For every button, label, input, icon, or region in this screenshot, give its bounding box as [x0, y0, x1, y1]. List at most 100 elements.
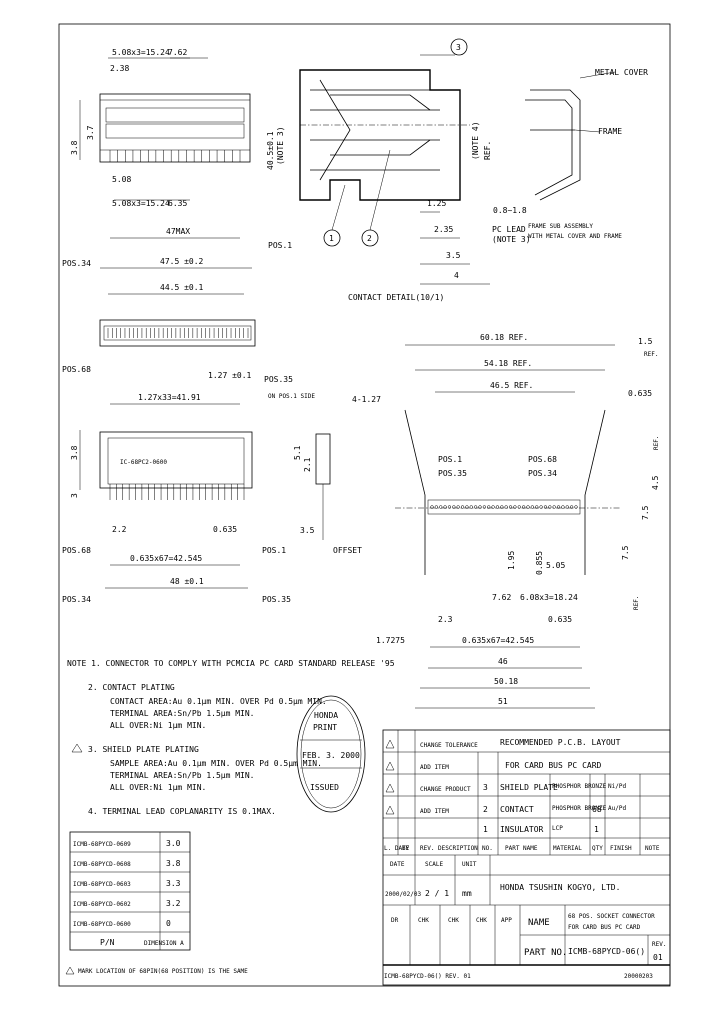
- h-desc: REV. DESCRIPTION: [420, 845, 478, 852]
- stamp-date: FEB. 3. 2000: [302, 751, 360, 760]
- no-3: 3: [483, 783, 488, 792]
- dim-475: 47.5 ±0.2: [160, 257, 204, 266]
- frame-label: FRAME: [598, 127, 622, 136]
- part-2: CONTACT: [500, 805, 534, 814]
- h-material: MATERIAL: [553, 845, 582, 852]
- unit-val: mm: [462, 889, 472, 898]
- pcb-75b: 7.5: [621, 545, 630, 560]
- rev-label: REV.: [652, 941, 666, 948]
- balloon-2: 2: [367, 234, 372, 243]
- pos-68-label: POS.68: [62, 365, 91, 374]
- pcb-hole: [447, 505, 452, 509]
- pcb-hole: [574, 505, 578, 509]
- side-ref-dim: 40.5±0.1: [266, 131, 275, 170]
- pcb-46: 46: [498, 657, 508, 666]
- pcb-hole: [469, 505, 473, 509]
- frame-sub-label: FRAME SUB ASSEMBLY: [528, 223, 593, 230]
- pcb-505: 5.05: [546, 561, 565, 570]
- h-by: BY: [402, 845, 410, 852]
- qty-1: 1: [594, 825, 599, 834]
- h-finish: FINISH: [610, 845, 632, 852]
- pcb-6018: 60.18 REF.: [480, 333, 528, 342]
- pcb-127: 4-1.27: [352, 395, 381, 404]
- dim-vert-left-2: 3.7: [86, 125, 95, 140]
- pcb-hole: [465, 505, 469, 509]
- dim-pitch-top: 5.08x3=15.24: [112, 48, 170, 57]
- pos-35b-label: POS.35: [262, 595, 291, 604]
- dim-47max: 47MAX: [166, 227, 190, 236]
- footer-right: 20000203: [624, 973, 653, 980]
- h-partname: PART NAME: [505, 845, 538, 852]
- dim-127: 1.27 ±0.1: [208, 371, 252, 380]
- pos-34b-label: POS.34: [62, 595, 91, 604]
- dim-238a: 2.38: [110, 64, 129, 73]
- part-1: INSULATOR: [500, 825, 544, 834]
- pcb-hole: [543, 505, 548, 509]
- h-chk-3: CHK: [476, 917, 487, 924]
- pcb-hole: [434, 505, 439, 509]
- top-label-part: IC-68PC2-0600: [120, 459, 167, 466]
- dim-635: 6.35: [168, 199, 187, 208]
- dim-a-3: 3: [70, 493, 79, 498]
- h-no: NO.: [482, 845, 493, 852]
- note-2c: ALL OVER:Ni 1μm MIN.: [110, 721, 206, 730]
- pcb-51: 51: [498, 697, 508, 706]
- note-3c: ALL OVER:Ni 1μm MIN.: [110, 783, 206, 792]
- pcb-ref2: REF.: [653, 436, 660, 450]
- dim-side-51: 5.1: [293, 445, 302, 460]
- pos-68b-label: POS.68: [62, 546, 91, 555]
- pcb-hole: [569, 505, 574, 509]
- pos-1-label: POS.1: [268, 241, 292, 250]
- dim-508: 5.08: [112, 175, 131, 184]
- h-qty: QTY: [592, 845, 603, 852]
- dim-08-18: 0.8~1.8: [493, 206, 527, 215]
- dimtable-pn: ICMB-68PYCD-0609: [73, 841, 131, 848]
- pcb-15: 1.5: [638, 337, 653, 346]
- pos-35-label: POS.35: [264, 375, 293, 384]
- h-chk: CHK: [418, 917, 429, 924]
- name-val-1: 68 POS. SOCKET CONNECTOR: [568, 913, 655, 920]
- h-note: NOTE: [645, 845, 660, 852]
- pcb-0635: 0.635: [628, 389, 652, 398]
- notes-block: NOTE 1. CONNECTOR TO COMPLY WITH PCMCIA …: [67, 659, 395, 816]
- pcb-23: 2.3: [438, 615, 453, 624]
- footer-left: ICMB-68PYCD-06() REV. 01: [384, 973, 471, 980]
- pcb-0855: 0.855: [535, 551, 544, 575]
- note-4: 4. TERMINAL LEAD COPLANARITY IS 0.1MAX.: [88, 807, 276, 816]
- dimtable-dim: 3.2: [166, 899, 181, 908]
- note-3b: TERMINAL AREA:Sn/Pb 1.5μm MIN.: [110, 771, 255, 780]
- h-dr: DR: [391, 917, 399, 924]
- name-val-2: FOR CARD BUS PC CARD: [568, 924, 641, 931]
- pcb-17275: 1.7275: [376, 636, 405, 645]
- lead-note-2: (NOTE 3): [492, 235, 531, 244]
- pcb-hole: [500, 505, 504, 509]
- pcb-ref3: REF.: [633, 596, 640, 610]
- dim-pitch-bottom: 5.08x3=15.24: [112, 199, 170, 208]
- dim-127x33: 1.27x33=41.91: [138, 393, 201, 402]
- pcb-hole: [452, 505, 456, 509]
- note-2: 2. CONTACT PLATING: [88, 683, 175, 692]
- sheet-border: [58, 23, 671, 987]
- pcb-hole: [556, 505, 561, 509]
- pcb-0635x67: 0.635x67=42.545: [462, 636, 534, 645]
- stamp-top: HONDA: [314, 711, 338, 720]
- pcb-pos35: POS.35: [438, 469, 467, 478]
- dim-48: 48 ±0.1: [170, 577, 204, 586]
- partno-val: ICMB-68PYCD-06(): [568, 947, 645, 956]
- pcb-hole: [535, 505, 539, 509]
- reco-1: RECOMMENDED P.C.B. LAYOUT: [500, 738, 621, 747]
- dimtable-pn: ICMB-68PYCD-0602: [73, 901, 131, 908]
- lead-note: PC LEAD: [492, 225, 526, 234]
- pcb-hole: [517, 505, 521, 509]
- pcb-hole: [561, 505, 565, 509]
- dim-4: 4: [454, 271, 459, 280]
- dim-0635x67: 0.635x67=42.545: [130, 554, 202, 563]
- front-view-top: 5.08x3=15.24 7.62 2.38 3.8 3.7 5.08 5.08…: [70, 48, 285, 239]
- pcb-75: 7.5: [641, 505, 650, 520]
- mat-2: PHOSPHOR BRONZE: [552, 805, 607, 812]
- note-1: NOTE 1. CONNECTOR TO COMPLY WITH PCMCIA …: [67, 659, 395, 668]
- pcb-pos68: POS.68: [528, 455, 557, 464]
